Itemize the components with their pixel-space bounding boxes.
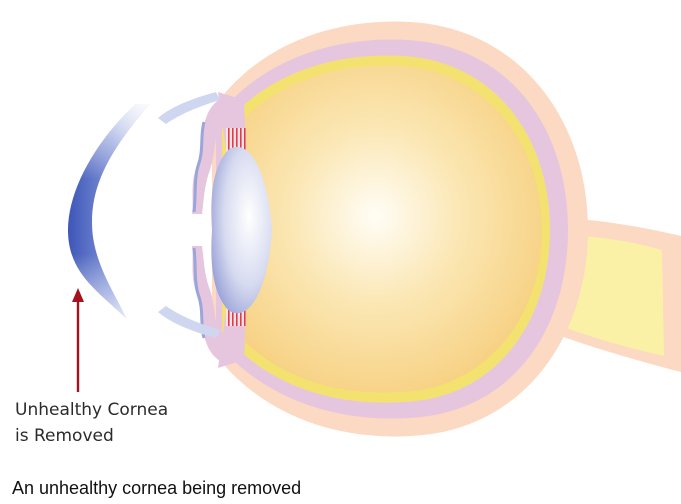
annotation-arrow: [72, 288, 84, 392]
eye-cross-section-diagram: [0, 0, 681, 460]
figure-caption: An unhealthy cornea being removed: [12, 478, 301, 499]
removed-cornea: [68, 104, 150, 318]
annotation-line-2: is Removed: [15, 423, 168, 449]
vitreous-body: [228, 65, 542, 392]
annotation-line-1: Unhealthy Cornea: [15, 397, 168, 423]
annotation-label: Unhealthy Cornea is Removed: [15, 397, 168, 449]
